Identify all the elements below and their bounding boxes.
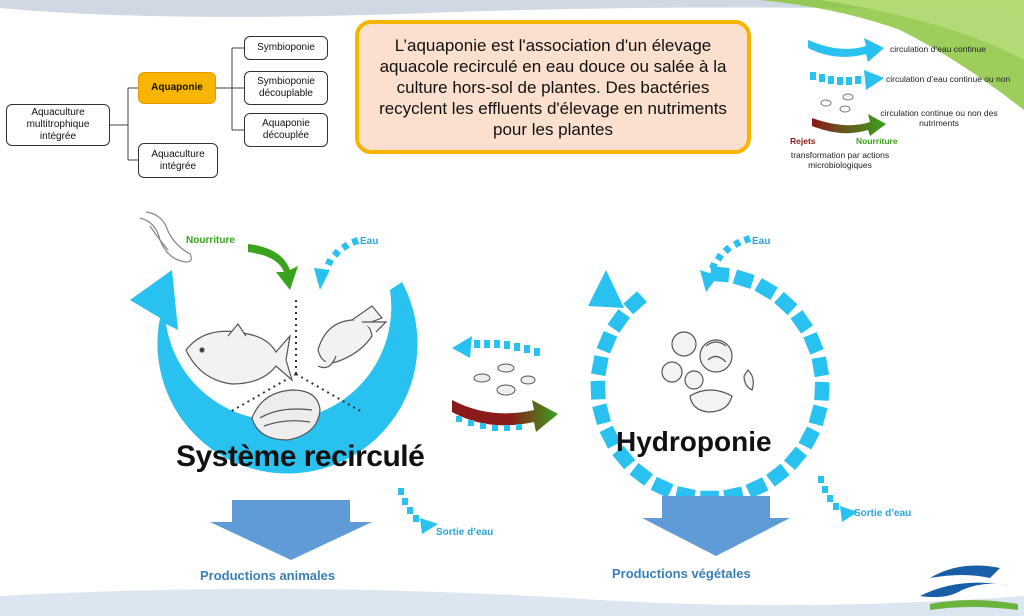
left-cycle-separators — [229, 300, 363, 413]
crayfish-icon — [317, 305, 388, 369]
right-cycle-arrowhead-icon — [588, 270, 624, 308]
production-vegetal-arrow-icon — [642, 496, 790, 556]
tree-node-symbioponie: Symbioponie — [244, 36, 328, 60]
tree-node-root: Aquaculture multitrophique intégrée — [6, 104, 110, 146]
legend-transformation-label: transformation par actions microbiologiq… — [790, 150, 890, 170]
right-ring-segment — [781, 444, 810, 473]
bacteria-icon — [473, 363, 536, 396]
legend-continuous-or-not-label: circulation d’eau continue ou non — [886, 74, 1011, 84]
right-ring-segment — [809, 354, 831, 379]
right-ring-segment — [597, 423, 623, 451]
legend-dashed-arrow-icon — [810, 70, 884, 90]
right-ring-segment — [788, 308, 816, 336]
logo-icon — [920, 565, 1018, 610]
left-sortie-arrow-icon — [398, 488, 438, 534]
legend-continuous-label: circulation d’eau continue — [890, 44, 986, 54]
middle-nutrient-arrow-icon — [452, 400, 558, 432]
right-sortie-arrow-icon — [818, 476, 858, 522]
right-cycle-ring — [588, 264, 832, 507]
right-eau-arrow-icon — [700, 235, 752, 292]
middle-water-return-arrow-icon — [452, 336, 540, 358]
tree-node-aquaculture-integree: Aquaculture intégrée — [138, 143, 218, 178]
left-eau-label: Eau — [360, 236, 379, 247]
left-cycle-ring — [130, 270, 418, 474]
right-sortie-label: Sortie d’eau — [854, 508, 912, 519]
right-ring-segment — [588, 379, 608, 402]
tree-node-aquaponie: Aquaponie — [138, 72, 216, 104]
right-ring-segment — [796, 424, 822, 452]
right-ring-segment — [621, 289, 649, 317]
vegetables-icon — [661, 331, 754, 413]
legend-continuous-arrow-icon — [808, 38, 884, 62]
right-ring-segment — [648, 474, 676, 500]
left-cycle-title: Système recirculé — [176, 440, 425, 473]
right-ring-segment — [610, 443, 638, 472]
right-ring-segment — [590, 401, 613, 427]
right-ring-segment — [730, 267, 757, 291]
right-ring-segment — [743, 475, 771, 501]
right-ring-segment — [589, 353, 611, 378]
tree-node-symbioponie-decouplable: Symbioponie découplable — [244, 71, 328, 105]
right-cycle-title: Hydroponie — [616, 426, 772, 457]
right-ring-segment — [752, 276, 780, 302]
right-ring-segment — [812, 380, 832, 403]
right-ring-segment — [806, 402, 830, 428]
tree-node-aquaponie-decouplee: Aquaponie découplée — [244, 113, 328, 147]
fish-hand-icon — [139, 211, 192, 263]
mussel-icon — [251, 389, 321, 441]
definition-text: L’aquaponie est l'association d'un éleva… — [379, 35, 727, 139]
nourriture-arrow-icon — [248, 244, 298, 290]
right-production-label: Productions végétales — [612, 566, 751, 581]
right-ring-segment — [627, 460, 656, 488]
left-production-label: Productions animales — [200, 568, 336, 583]
legend-nourriture-label: Nourriture — [856, 136, 898, 146]
left-sortie-label: Sortie d’eau — [436, 527, 494, 538]
legend-nutrients-arrow-icon — [812, 93, 886, 136]
right-ring-segment — [605, 307, 633, 335]
production-animal-arrow-icon — [210, 500, 372, 560]
legend-nutrients-label: circulation continue ou non des nutrimen… — [880, 108, 998, 128]
right-ring-segment — [594, 328, 620, 356]
definition-box: L’aquaponie est l'association d'un éleva… — [355, 20, 751, 154]
left-nourriture-label: Nourriture — [186, 235, 235, 246]
legend-rejets-label: Rejets — [790, 136, 816, 146]
right-ring-segment — [801, 330, 826, 357]
right-ring-segment — [771, 289, 800, 318]
right-ring-segment — [763, 461, 792, 489]
fish-icon — [185, 322, 294, 385]
left-eau-arrow-icon — [314, 237, 360, 290]
right-eau-label: Eau — [752, 236, 771, 247]
